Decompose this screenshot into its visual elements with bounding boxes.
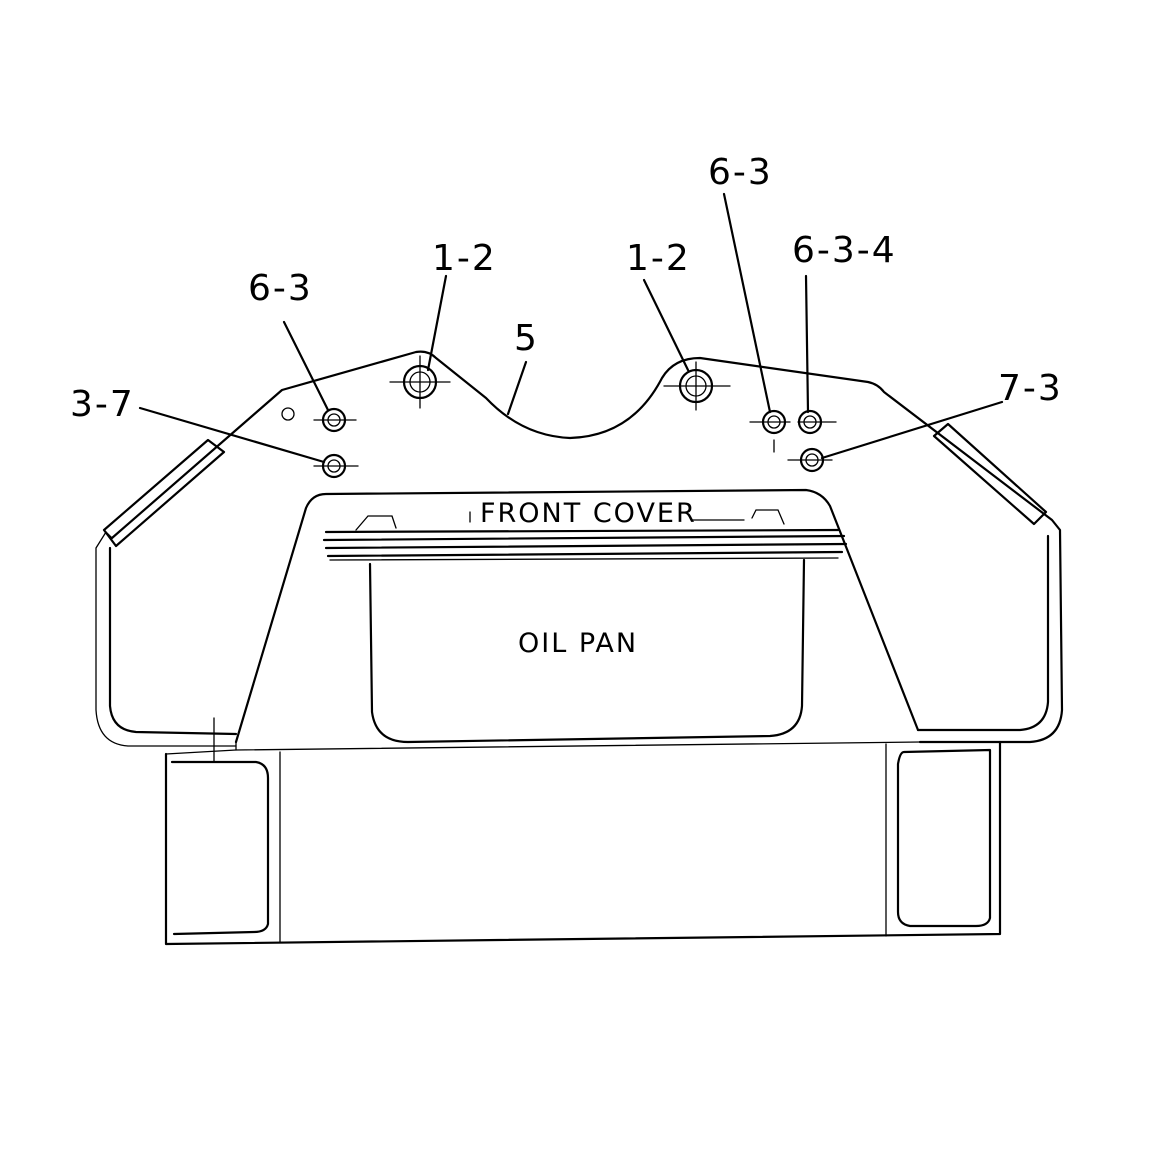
callout-3-7: 3-7	[70, 384, 135, 425]
bracket-left-rib-outer	[102, 438, 226, 548]
gasket-strip-3	[326, 550, 844, 558]
small-hole	[281, 407, 295, 421]
leader-3-7	[138, 406, 326, 464]
gasket-strip-top	[324, 528, 840, 534]
callout-6-3-4: 6-3-4	[792, 230, 897, 271]
gasket-strip-1	[322, 534, 846, 542]
leader-6-3-4	[804, 274, 810, 414]
leader-6-3-left	[282, 320, 330, 412]
bolt-7-3	[787, 447, 833, 473]
lower-block-outline	[164, 740, 1002, 946]
callout-6-3-left: 6-3	[248, 268, 313, 309]
bracket-plate-outline	[110, 350, 1064, 744]
gasket-strip-4	[329, 557, 839, 561]
callout-1-2-left: 1-2	[432, 238, 497, 279]
callout-5: 5	[514, 318, 539, 359]
bracket-inner-contour	[95, 530, 237, 747]
leader-1-2-right	[642, 278, 690, 372]
gasket-left-tab	[355, 515, 397, 531]
leader-5	[506, 360, 528, 416]
bracket-right-rib-outer	[932, 422, 1048, 526]
bolt-1-2-left	[389, 355, 451, 409]
leader-6-3-right	[722, 192, 772, 414]
leader-7-3	[820, 400, 1004, 460]
oil-pan-label: OIL PAN	[518, 628, 638, 659]
front-cover-label: FRONT COVER	[480, 498, 697, 529]
lower-block-right-pocket	[896, 748, 992, 928]
leader-1-2-left	[426, 274, 448, 372]
bracket-left-side	[108, 546, 238, 736]
bolt-3-7	[313, 453, 359, 479]
oil-pan-outline	[368, 558, 806, 744]
gasket-right-tab	[751, 509, 785, 525]
bolt-6-3-4	[797, 409, 837, 435]
front-cover-outline	[234, 488, 920, 744]
gasket-center-mark	[469, 511, 745, 523]
callout-6-3-right: 6-3	[708, 152, 773, 193]
bolt-1-2-right	[663, 361, 731, 411]
callout-1-2-right: 1-2	[626, 238, 691, 279]
gasket-strip-2	[324, 542, 848, 550]
bolt-6-3-left	[313, 407, 357, 433]
bolt-6-3-right	[749, 409, 791, 453]
callout-7-3: 7-3	[998, 368, 1063, 409]
lower-block-top	[165, 741, 1001, 755]
bracket-right-side	[916, 534, 1050, 732]
lower-block-left-pocket	[170, 760, 270, 936]
